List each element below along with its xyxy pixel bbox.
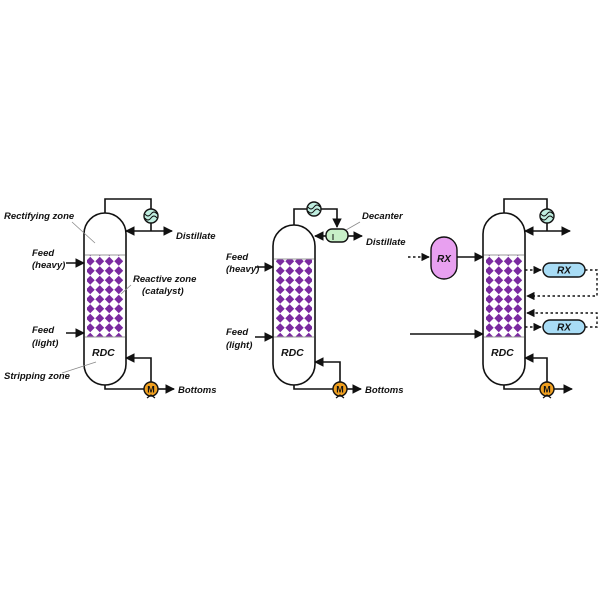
rectifying-zone-label: Rectifying zone [4, 211, 75, 222]
distillate-label-1: Distillate [176, 231, 216, 242]
side-return-line-top [526, 269, 598, 301]
stripping-zone-label: Stripping zone [4, 371, 71, 382]
panel-3-rdc-with-side-reactors: RX RX RX M RDC [408, 198, 598, 399]
decanter-icon [325, 228, 349, 243]
stripping-zone-leader [61, 361, 97, 374]
pre-reactor-vessel: RX [430, 236, 458, 280]
decanter-leader [345, 221, 361, 231]
bottoms-label-1: Bottoms [178, 385, 217, 396]
feed-heavy-label-1: Feed [32, 248, 54, 259]
feed-light-label-1: Feed [32, 325, 54, 336]
svg-text:M: M [543, 385, 551, 395]
feed-heavy-sub-label-2: (heavy) [226, 264, 259, 275]
bottoms-label-2: Bottoms [365, 385, 404, 396]
catalyst-packing-1 [87, 255, 123, 337]
bottoms-line-3 [503, 385, 540, 390]
overhead-vapor-line-3 [503, 198, 548, 213]
bottoms-line-1 [104, 385, 144, 390]
condenser-icon [306, 201, 322, 217]
panel-2-rdc-with-decanter: Decanter Distillate M Bottoms Feed (heav… [226, 201, 406, 399]
feed-heavy-label-2: Feed [226, 252, 248, 263]
overhead-vapor-line-2 [293, 208, 307, 225]
rdc-label-1: RDC [92, 347, 115, 359]
side-reactor-top: RX [542, 262, 586, 278]
pump-icon: M [539, 381, 555, 399]
side-reactor-bottom-label: RX [557, 323, 572, 334]
catalyst-packing-3 [486, 255, 522, 337]
reactive-zone-sub-label: (catalyst) [142, 286, 184, 297]
rdc-label-2: RDC [281, 347, 304, 359]
pre-reactor-label: RX [437, 254, 452, 265]
reboiler-return-line-2 [314, 357, 341, 382]
reboiler-return-line-3 [524, 353, 548, 382]
rectifying-zone-leader [71, 221, 96, 244]
side-return-line-bottom [526, 308, 598, 328]
feed-light-sub-label-2: (light) [226, 340, 252, 351]
decanter-label: Decanter [362, 211, 404, 222]
feed-light-sub-label-1: (light) [32, 338, 58, 349]
bottoms-line-2 [293, 385, 333, 390]
catalyst-packing-2 [276, 259, 312, 337]
distillate-label-2: Distillate [366, 237, 406, 248]
reactive-zone-label: Reactive zone [133, 274, 197, 285]
svg-text:M: M [147, 385, 155, 395]
condensate-to-decanter-line [321, 208, 342, 228]
reactive-zone-leader [120, 284, 132, 295]
overhead-vapor-line-1 [104, 198, 152, 213]
pump-icon: M [143, 381, 159, 399]
pump-icon: M [332, 381, 348, 399]
side-reactor-bottom: RX [542, 319, 586, 335]
side-reactor-top-label: RX [557, 266, 572, 277]
condenser-icon [539, 208, 555, 224]
feed-light-label-2: Feed [226, 327, 248, 338]
reboiler-return-line-1 [125, 353, 152, 382]
svg-text:M: M [336, 385, 344, 395]
panel-1-reactive-distillation-column: Distillate M Bottoms Feed (heavy) Feed (… [4, 198, 217, 399]
feed-heavy-sub-label-1: (heavy) [32, 260, 65, 271]
rdc-label-3: RDC [491, 347, 514, 359]
condenser-icon [143, 208, 159, 224]
